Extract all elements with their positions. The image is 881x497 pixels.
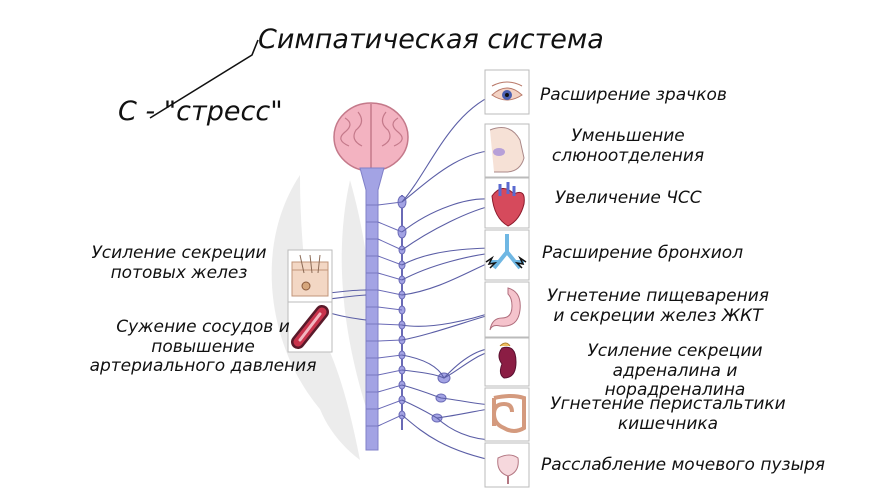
effect-label-bladder: Расслабление мочевого пузыря xyxy=(541,455,826,475)
adrenal-kidney-icon xyxy=(484,337,530,387)
bladder-icon xyxy=(484,442,530,488)
salivary-gland-icon xyxy=(484,123,530,178)
effect-label-peristalsis: Угнетение перистальтики кишечника xyxy=(550,394,786,434)
effect-label-pupils: Расширение зрачков xyxy=(540,85,727,105)
effect-label-sweat-glands: Усиление секреции потовых желез xyxy=(91,243,267,283)
effect-label-digestion: Угнетение пищеварения и секреции желез Ж… xyxy=(547,286,769,326)
title-connector-line xyxy=(149,39,259,119)
effect-label-heart-rate: Увеличение ЧСС xyxy=(555,188,702,208)
diagram-subtitle: С - "стресс" xyxy=(118,96,283,127)
blood-vessel-icon xyxy=(287,301,333,353)
lungs-bronchi-icon xyxy=(484,229,530,281)
stomach-icon xyxy=(484,281,530,338)
effect-label-bronchioles: Расширение бронхиол xyxy=(542,243,744,263)
brain-icon xyxy=(333,102,409,172)
eye-icon xyxy=(484,69,530,115)
effect-label-vasoconstriction: Сужение сосудов и повышение артериальног… xyxy=(89,317,317,377)
heart-icon xyxy=(484,177,530,229)
diagram-title: Симпатическая система xyxy=(258,24,604,55)
effect-label-salivation: Уменьшение слюноотделения xyxy=(551,126,705,166)
spinal-cord xyxy=(359,167,385,451)
intestine-icon xyxy=(484,387,530,442)
effect-label-adrenaline: Усиление секреции адреналина и норадрена… xyxy=(587,341,763,401)
skin-gland-icon xyxy=(287,249,333,303)
preganglionic-fibers xyxy=(377,201,403,427)
